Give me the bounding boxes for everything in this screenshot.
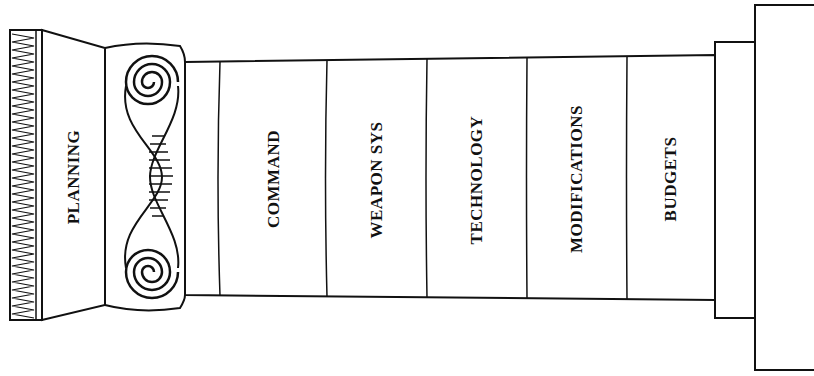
shaft-band: COMMAND bbox=[222, 64, 325, 294]
shaft-band: MODIFICATIONS bbox=[529, 61, 625, 297]
band-label: COMMAND bbox=[264, 130, 284, 228]
band-label: TECHNOLOGY bbox=[467, 115, 487, 244]
capital-block: PLANNING bbox=[44, 50, 103, 304]
shaft-band: BUDGETS bbox=[629, 60, 713, 298]
shaft-band: TECHNOLOGY bbox=[429, 62, 525, 297]
band-label: PLANNING bbox=[64, 130, 84, 225]
band-label: BUDGETS bbox=[661, 137, 681, 222]
band-label: MODIFICATIONS bbox=[567, 105, 587, 253]
band-label: WEAPON SYS bbox=[367, 121, 387, 238]
shaft-band: WEAPON SYS bbox=[329, 63, 425, 296]
